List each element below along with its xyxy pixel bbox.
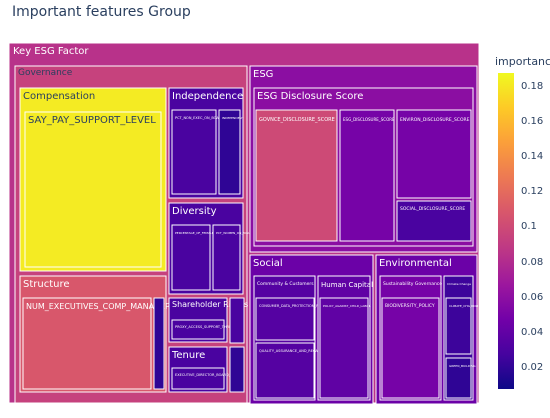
treemap-label-esg: ESG <box>253 69 273 80</box>
treemap-node-leaf-17 <box>229 346 245 393</box>
treemap-label-governance: Governance <box>18 68 73 78</box>
treemap-label-esg-disclosure-score: ESG_DISCLOSURE_SCORE <box>343 117 395 122</box>
treemap-node-say-pay-support-level <box>24 111 162 268</box>
treemap-label-consumer-data-protection-policy: CONSUMER_DATA_PROTECTION_POLICY <box>259 304 329 308</box>
treemap-label-climate-chg-policy: CLIMATE_CHG_POLICY <box>449 304 482 308</box>
treemap-label-key-esg-factor: Key ESG Factor <box>13 46 89 57</box>
treemap-label-sustainability-governance: Sustainability Governance <box>383 281 442 287</box>
treemap-label-social: Social <box>253 258 283 269</box>
colorbar-tick-label: 0.1 <box>521 221 537 233</box>
colorbar-tick-label: 0.06 <box>521 291 544 303</box>
treemap-node-percentage-of-female-directors <box>171 224 211 291</box>
treemap-label-esg-disclosure-score: ESG Disclosure Score <box>257 91 363 102</box>
treemap-label-executive-director-board-dur: EXECUTIVE_DIRECTOR_BOARD_DUR <box>175 373 239 377</box>
treemap-node-proxy-access-support-threshold <box>171 319 225 340</box>
treemap-label-quality-assurance-and-recall-pol: QUALITY_ASSURANCE_AND_RECALL_POL <box>259 349 330 353</box>
treemap-label-pct-non-exec-on-board: PCT_NON_EXEC_ON_BOARD <box>175 116 224 120</box>
treemap-node-leaf-5 <box>153 297 165 390</box>
chart-title: Important features Group <box>12 4 191 20</box>
treemap-node-quality-assurance-and-recall-pol <box>255 342 315 399</box>
treemap-label-shareholder-rights: Shareholder Rights <box>172 300 248 309</box>
treemap-node-consumer-data-protection-policy <box>255 297 315 341</box>
treemap-label-independent: INDEPENDENT <box>222 116 244 120</box>
treemap-node-green-building <box>445 357 472 399</box>
treemap-node-leaf-16 <box>229 297 245 344</box>
treemap-node-pct-women-on-board <box>212 224 241 291</box>
treemap-node-pct-non-exec-on-board <box>171 109 217 195</box>
treemap-node-environ-disclosure-score <box>396 109 472 199</box>
treemap-label-green-building: GREEN_BUILDING <box>449 364 476 368</box>
treemap-label-say-pay-support-level: SAY_PAY_SUPPORT_LEVEL <box>28 115 156 126</box>
treemap-node-biodiversity-policy <box>381 297 440 399</box>
colorbar-tick-label: 0.14 <box>521 151 544 163</box>
treemap-node-executive-director-board-dur <box>171 367 225 390</box>
treemap-label-biodiversity-policy: BIODIVERSITY_POLICY <box>385 303 435 309</box>
treemap-label-climate-change: Climate Change <box>447 282 471 286</box>
colorbar-tick-label: 0.08 <box>521 256 544 268</box>
treemap-node-num-executives-comp-managers <box>22 297 152 390</box>
colorbar-tick-label: 0.12 <box>521 186 544 198</box>
treemap-label-diversity: Diversity <box>172 206 217 217</box>
treemap-label-compensation: Compensation <box>23 91 95 102</box>
treemap-label-environmental: Environmental <box>379 258 452 269</box>
treemap-node-independent <box>218 109 241 195</box>
treemap-node-govnce-disclosure-score <box>255 109 338 242</box>
treemap-node-social-disclosure-score <box>396 200 472 242</box>
colorbar <box>498 73 514 389</box>
treemap-node-climate-chg-policy <box>445 297 472 355</box>
treemap-label-policy-against-child-labor: POLICY_AGAINST_CHILD_LABOR <box>323 304 371 308</box>
treemap-label-tenure: Tenure <box>171 350 205 361</box>
treemap-label-independence: Independence <box>172 91 243 102</box>
treemap-label-environ-disclosure-score: ENVIRON_DISCLOSURE_SCORE <box>400 117 470 123</box>
treemap-label-percentage-of-female-directors: PERCENTAGE_OF_FEMALE_DIRECTORS <box>175 231 233 235</box>
treemap-label-pct-women-on-board: PCT_WOMEN_ON_BOARD <box>216 231 254 235</box>
colorbar-tick-label: 0.16 <box>521 116 544 128</box>
treemap-label-proxy-access-support-threshold: PROXY_ACCESS_SUPPORT_THRESHOLD <box>175 325 244 329</box>
treemap-node-esg-disclosure-score <box>339 109 395 242</box>
colorbar-tick-label: 0.18 <box>521 81 544 93</box>
treemap-label-human-capital: Human Capital <box>321 281 373 289</box>
treemap-label-num-executives-comp-managers: NUM_EXECUTIVES_COMP_MANAGERS <box>26 302 176 311</box>
colorbar-tick-label: 0.04 <box>521 326 544 338</box>
treemap-label-govnce-disclosure-score: GOVNCE_DISCLOSURE_SCORE <box>259 117 335 123</box>
colorbar-tick-label: 0.02 <box>521 361 544 373</box>
treemap-label-community-customers: Community & Customers <box>257 281 314 287</box>
colorbar-title: importance <box>495 55 550 68</box>
treemap-label-social-disclosure-score: SOCIAL_DISCLOSURE_SCORE <box>400 206 465 212</box>
treemap-node-policy-against-child-labor <box>319 297 369 399</box>
treemap-label-structure: Structure <box>23 279 70 290</box>
